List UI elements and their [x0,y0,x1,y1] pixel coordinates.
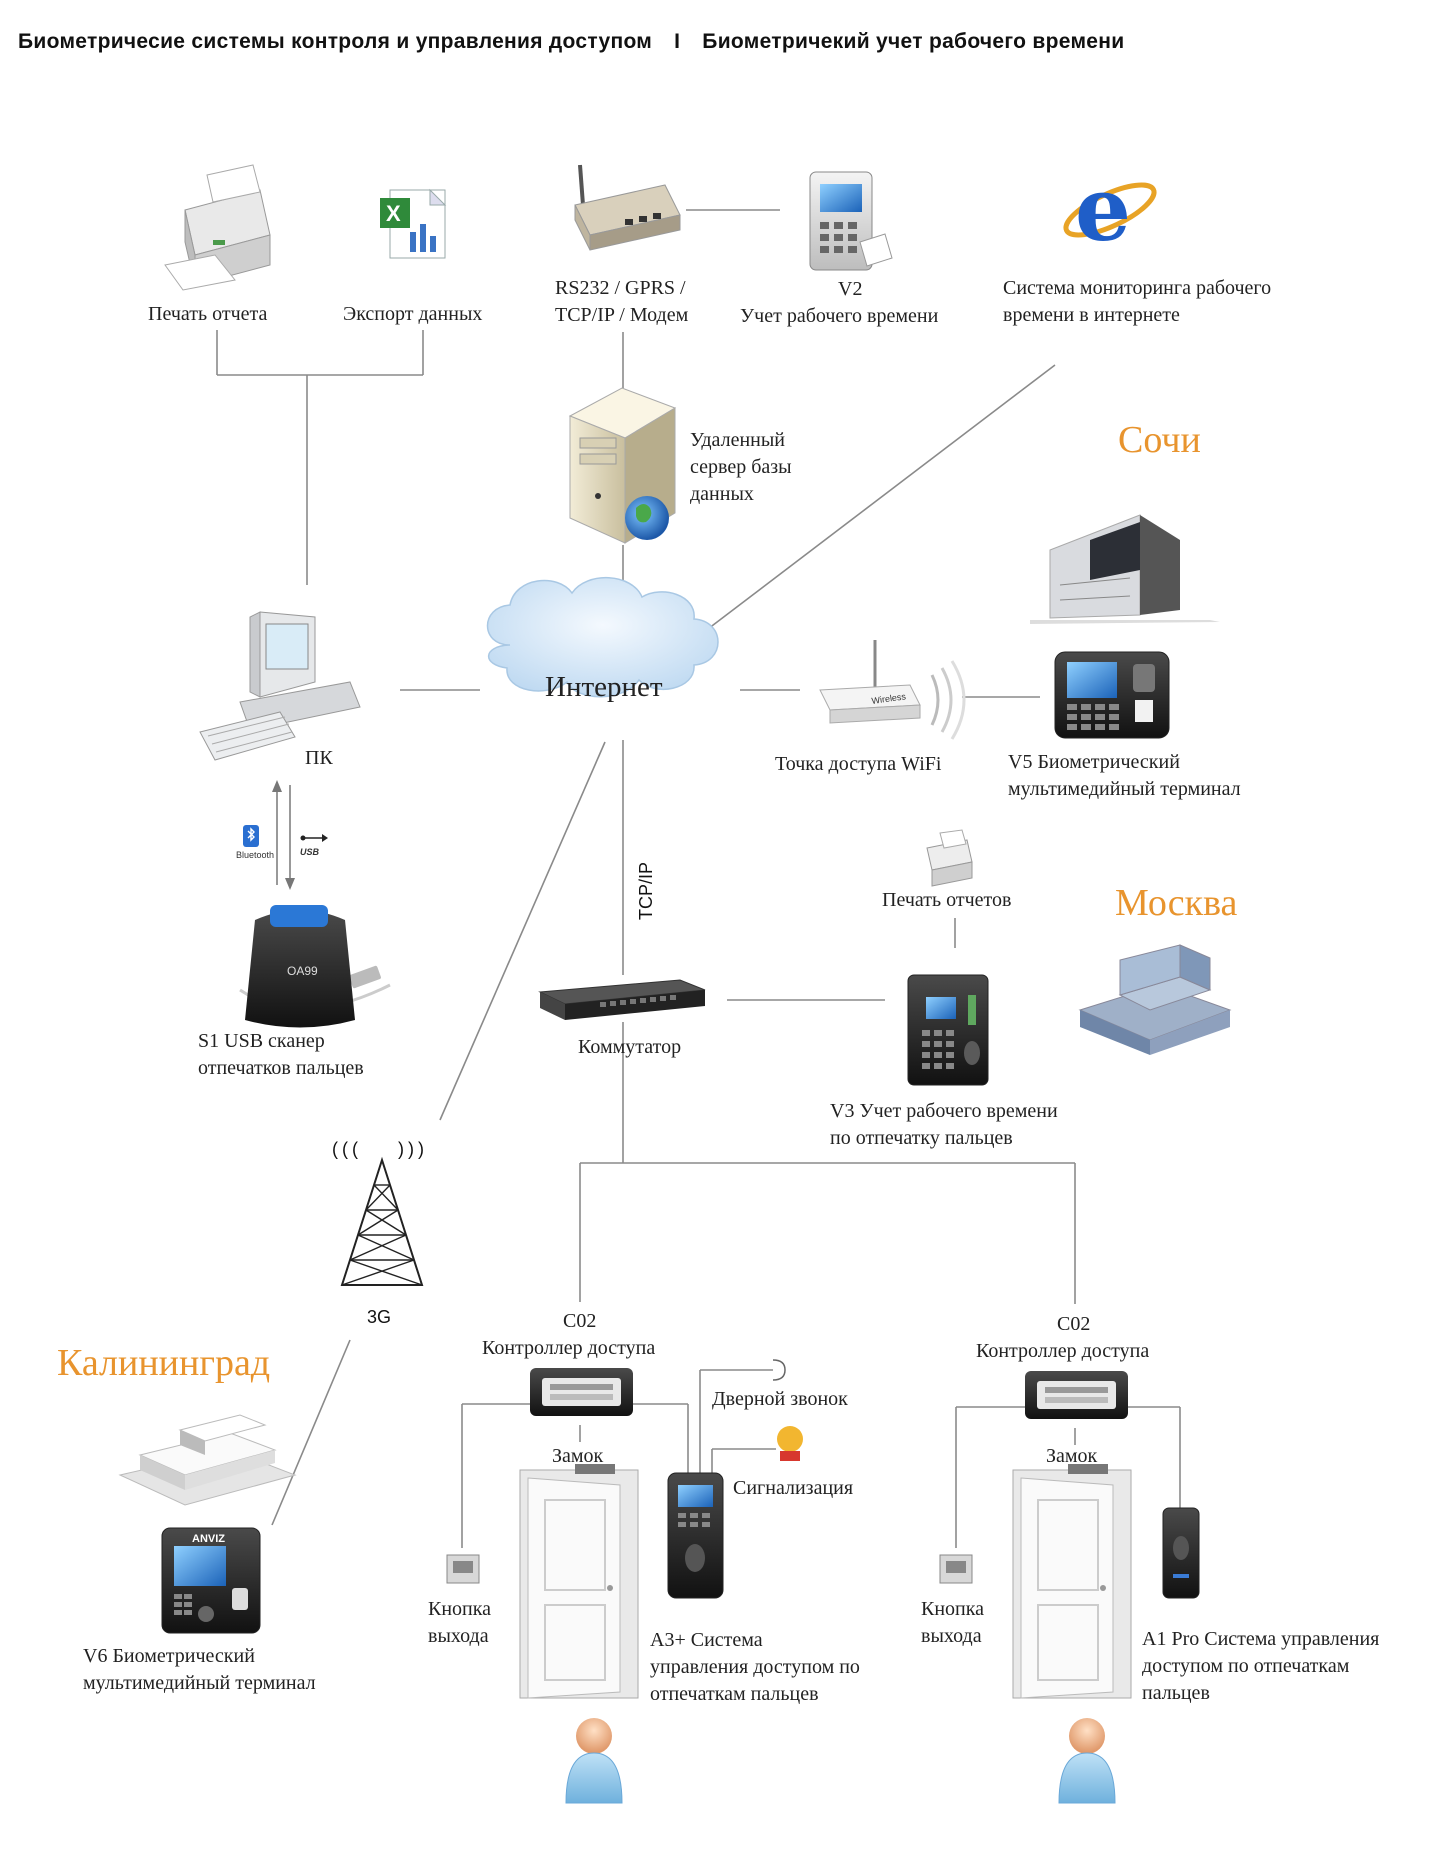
v2-terminal-icon [809,171,893,271]
v2-label-line1: V2 [838,278,862,300]
moscow-building-icon [1078,944,1232,1055]
city-kaliningrad: Калининград [57,1342,270,1384]
modem-icon [574,164,681,251]
doorbell-label: Дверной звонок [712,1388,848,1410]
excel-icon: X [380,188,447,259]
monitoring-label-line1: Система мониторинга рабочего [1003,277,1271,299]
modem-label-line1: RS232 / GPRS / [555,277,686,299]
a3-label-line1: A3+ Система [650,1629,763,1651]
header-right-title: Биометричекий учет рабочего времени [702,30,1125,53]
tcpip-label: TCP/IP [636,862,656,920]
header-left-title: Биометричесие системы контроля и управле… [18,30,653,53]
lock-right-label: Замок [1046,1445,1098,1467]
bluetooth-label: Bluetooth [236,850,274,860]
wifi-router-icon: Wireless [819,640,966,740]
c02-right-label-line2: Контроллер доступа [976,1340,1149,1362]
controller-right-icon [1025,1371,1128,1419]
server-label-line3: данных [690,483,754,505]
door-bell-icon [772,1359,786,1381]
alarm-icon [777,1426,803,1461]
v6-terminal-icon: ANVIZ [161,1527,261,1634]
exit-right-label-line1: Кнопка [921,1598,984,1620]
exit-right-label-line2: выхода [921,1625,982,1647]
v5-terminal-icon [1054,651,1170,739]
svg-text:e: e [1075,157,1131,261]
c02-left-label-line2: Контроллер доступа [482,1337,655,1359]
c02-left-label-line1: C02 [563,1310,596,1332]
header-separator: I [674,30,681,53]
v3-label-line1: V3 Учет рабочего времени [830,1100,1058,1122]
wireless-label: Wireless [871,691,907,706]
a1-label-line3: пальцев [1142,1682,1210,1704]
line-monitoring-internet [699,364,1056,636]
v5-label-line1: V5 Биометрический [1008,751,1180,773]
s1-label-line1: S1 USB сканер [198,1030,325,1052]
export-data-label: Экспорт данных [343,303,482,325]
anviz-label: ANVIZ [192,1533,225,1545]
c02-right-label-line1: C02 [1057,1313,1090,1335]
a1-terminal-icon [1162,1507,1200,1599]
a1-label-line2: доступом по отпечаткам [1142,1655,1350,1677]
exit-left-label-line1: Кнопка [428,1598,491,1620]
person-right-icon [1058,1718,1116,1804]
server-label-line2: сервер базы [690,456,792,478]
a3-label-line2: управления доступом по [650,1656,860,1678]
usb-icon [300,834,328,842]
controller-left-icon [530,1368,633,1416]
server-label-line1: Удаленный [690,429,785,451]
tower-signal-left: ((( [332,1139,362,1159]
a3-label-line3: отпечаткам пальцев [650,1683,819,1705]
v2-label-line2: Учет рабочего времени [740,305,939,327]
page-header: Биометричесие системы контроля и управле… [18,30,1124,54]
v3-label-line2: по отпечатку пальцев [830,1127,1013,1149]
line-internet-tower [439,741,606,1121]
bluetooth-icon [243,825,259,847]
cell-tower-icon [340,1156,424,1286]
a1-label-line1: A1 Pro Система управления [1142,1628,1379,1650]
oa99-label: OA99 [287,964,318,978]
v6-label-line2: мультимедийный терминал [83,1672,316,1694]
tower-label: 3G [367,1307,391,1327]
print-reports-label: Печать отчетов [882,889,1011,911]
connection-lines [216,209,1181,1548]
internet-cloud-icon [486,577,719,698]
pc-label: ПК [305,747,333,769]
printer-icon [164,164,271,291]
kaliningrad-building-icon [118,1414,297,1506]
v3-terminal-icon [907,974,989,1086]
line-tower-v6 [271,1339,351,1526]
switch-icon [538,979,706,1020]
exit-button-right-icon [939,1554,973,1584]
city-sochi: Сочи [1118,419,1201,461]
door-right-icon [1012,1464,1132,1699]
s1-label-line2: отпечатков пальцев [198,1057,364,1079]
door-left-icon [519,1464,639,1699]
pc-scanner-arrows [272,780,295,890]
internet-explorer-icon: e [1063,157,1157,261]
lock-left-label: Замок [552,1445,604,1467]
alarm-label: Сигнализация [733,1477,853,1499]
sochi-building-icon [1030,514,1220,624]
print-report-label: Печать отчета [148,303,267,325]
pc-icon [199,611,361,761]
svg-text:X: X [386,201,401,226]
small-printer-icon [926,829,973,887]
wifi-label: Точка доступа WiFi [775,753,942,775]
switch-label: Коммутатор [578,1036,681,1058]
city-moscow: Москва [1115,882,1238,924]
v6-label-line1: V6 Биометрический [83,1645,255,1667]
usb-label: USB [300,847,320,857]
exit-left-label-line2: выхода [428,1625,489,1647]
exit-button-left-icon [446,1554,480,1584]
v5-label-line2: мультимедийный терминал [1008,778,1241,800]
modem-label-line2: TCP/IP / Модем [555,304,689,326]
tower-signal-right: ))) [398,1139,428,1159]
person-left-icon [565,1718,623,1804]
s1-scanner-icon: OA99 [239,905,391,1028]
internet-label: Интернет [545,671,663,703]
server-icon [568,387,677,544]
monitoring-label-line2: времени в интернете [1003,304,1180,326]
a3-terminal-icon [667,1472,724,1599]
